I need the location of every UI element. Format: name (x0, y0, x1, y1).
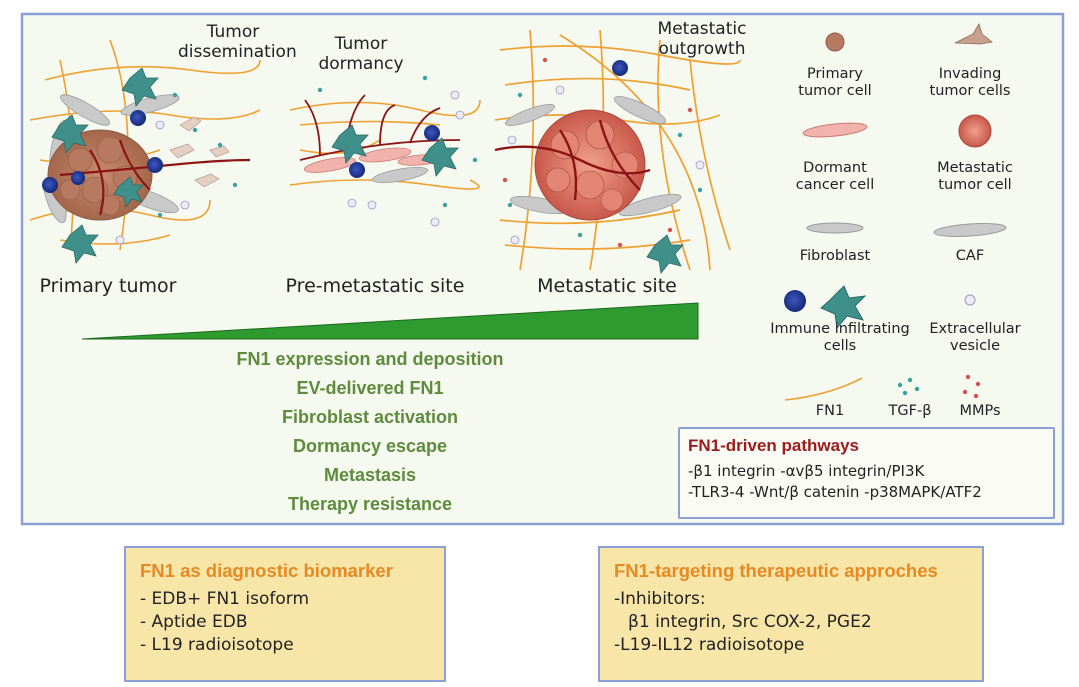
effect-item: EV-delivered FN1 (296, 378, 444, 398)
effect-item: Fibroblast activation (281, 407, 459, 427)
tgf-beta-icon (897, 377, 920, 396)
pathway-line: -TLR3-4 -Wnt/β catenin -p38MAPK/ATF2 (688, 483, 982, 502)
therapy-box: FN1-targeting therapeutic approches -Inh… (598, 546, 984, 682)
label-metastatic-site: Metastatic site (537, 275, 677, 297)
effect-item: FN1 expression and deposition (236, 349, 504, 369)
legend-metastatic-tumor-cell: Metastatic tumor cell (937, 160, 1013, 194)
effect-item: Therapy resistance (287, 494, 453, 514)
legend-dormant-cancer-cell: Dormant cancer cell (795, 160, 875, 194)
label-metastatic-outgrowth: Metastatic outgrowth (657, 19, 747, 60)
primary-tumor-illustration (29, 39, 261, 264)
legend-caf: CAF (955, 248, 985, 264)
pathway-line: -β1 integrin -αvβ5 integrin/PI3K (688, 461, 925, 480)
legend-fn1: FN1 (815, 403, 845, 419)
fn1-fiber-icon (784, 377, 863, 401)
pathways-title: FN1-driven pathways (688, 436, 859, 455)
legend-immune-cells: Immune infiltrating cells (770, 321, 910, 355)
legend-invading-tumor-cells: Invading tumor cells (929, 66, 1011, 100)
dormant-cancer-cell-icon (802, 122, 868, 138)
therapy-item: β1 integrin, Src COX-2, PGE2 (628, 611, 872, 632)
macrophage-icon (820, 285, 867, 330)
label-primary-tumor: Primary tumor (39, 275, 177, 297)
legend-tgf-beta: TGF-β (888, 403, 932, 419)
biomarker-title: FN1 as diagnostic biomarker (140, 560, 393, 581)
biomarker-item: - Aptide EDB (140, 611, 248, 632)
legend-extracellular-vesicle: Extracellular vesicle (929, 321, 1021, 355)
pre-metastatic-illustration (289, 75, 481, 227)
fn1-gradient-wedge (81, 302, 699, 340)
extracellular-vesicle-icon (964, 294, 976, 306)
invading-tumor-cell-icon (954, 23, 993, 45)
legend-primary-tumor-cell: Primary tumor cell (798, 66, 872, 100)
therapy-title: FN1-targeting therapeutic approches (614, 560, 938, 581)
effect-item: Metastasis (323, 465, 417, 485)
biomarker-item: - EDB+ FN1 isoform (140, 588, 310, 609)
legend-mmps: MMPs (959, 403, 1001, 419)
fn1-pathways-box: FN1-driven pathways -β1 integrin -αvβ5 i… (678, 427, 1055, 519)
therapy-item: -L19-IL12 radioisotope (614, 635, 805, 656)
primary-tumor-cell-icon (825, 32, 845, 52)
label-tumor-dissemination: Tumor dissemination (178, 22, 297, 63)
label-pre-metastatic-site: Pre-metastatic site (285, 275, 465, 297)
legend-icons (784, 23, 1007, 401)
therapy-item: -Inhibitors: (614, 588, 706, 609)
biomarker-box: FN1 as diagnostic biomarker - EDB+ FN1 i… (124, 546, 446, 682)
legend-fibroblast: Fibroblast (799, 248, 871, 264)
mmps-icon (962, 374, 981, 399)
metastatic-tumor-cell-icon (958, 114, 992, 148)
caf-icon (933, 223, 1007, 237)
immune-cell-icon (784, 290, 806, 312)
fibroblast-icon (806, 222, 864, 234)
effect-item: Dormancy escape (292, 436, 448, 456)
label-tumor-dormancy: Tumor dormancy (318, 34, 404, 75)
biomarker-item: - L19 radioisotope (140, 635, 294, 656)
metastatic-site-illustration (494, 29, 741, 274)
